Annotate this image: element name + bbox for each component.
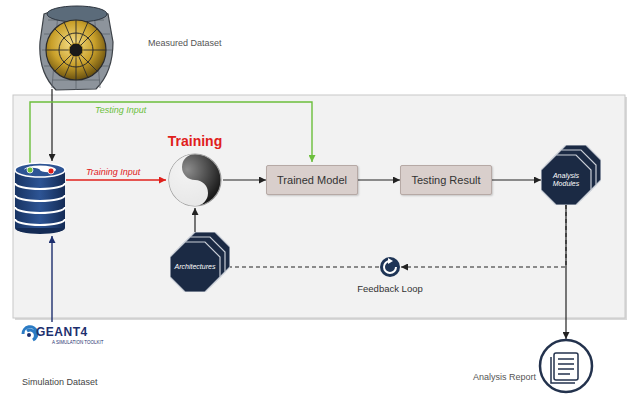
- training-heading: Training: [168, 132, 222, 152]
- database-stack: [15, 163, 65, 234]
- feedback-node: Feedback Loop: [350, 256, 430, 294]
- octagon-face: Analysis Modules: [541, 155, 591, 205]
- report-sheet: [554, 353, 578, 380]
- module-stack: Architectures: [170, 232, 230, 292]
- octagon-stack: [170, 232, 230, 292]
- detector-barrel: [46, 20, 106, 80]
- report-icon: [538, 338, 594, 394]
- geant4-swirl: [23, 327, 37, 340]
- report-lines: [558, 359, 574, 374]
- detector-core: [69, 43, 83, 57]
- octagon-shape: [541, 155, 591, 205]
- report-pages: [551, 357, 575, 383]
- detector-spokes: [46, 20, 106, 80]
- training-node: Training: [160, 132, 230, 208]
- process-box: Testing Result: [400, 165, 492, 195]
- module-stack: Analysis Modules: [541, 145, 601, 205]
- db-body: [15, 170, 65, 228]
- flow-connector: [565, 205, 566, 339]
- box-label: Testing Result: [411, 174, 480, 186]
- octagon-shape: [170, 242, 220, 292]
- flow-connector: [223, 179, 266, 180]
- measured-arrow: [51, 89, 52, 161]
- feedback-icon: [379, 256, 401, 278]
- detector-mesh: [42, 6, 112, 90]
- stack-label: Architectures: [173, 263, 217, 271]
- flow-connector: [358, 179, 400, 180]
- box-label: Trained Model: [277, 174, 347, 186]
- dataset-label: Simulation Dataset: [22, 377, 98, 387]
- report-ring: [540, 340, 592, 392]
- detector-frame: [40, 7, 113, 90]
- geant4-logo-icon: [23, 327, 37, 340]
- workflow-panel: [13, 95, 625, 318]
- feedback-connector: [220, 266, 379, 267]
- flow-connector: [492, 179, 541, 180]
- report-label: Analysis Report: [450, 372, 536, 382]
- logo-text: GEANT4: [36, 325, 88, 339]
- geant4-dot: [27, 333, 31, 337]
- db-top: [15, 163, 65, 177]
- feedback-connector: [401, 205, 566, 267]
- simulation-arrow: [51, 236, 52, 322]
- stack-label: Analysis Modules: [544, 172, 588, 188]
- yin-dark: [169, 154, 221, 206]
- db-green-dot: [27, 167, 33, 173]
- dataset-label: Measured Dataset: [148, 38, 222, 48]
- feedback-label: Feedback Loop: [357, 283, 423, 294]
- detector-illustration: [40, 6, 113, 90]
- db-red-dot: [48, 168, 54, 174]
- yin-shine: [169, 154, 221, 206]
- testing-input-line: [30, 102, 312, 168]
- logo-subtext: A SIMULATION TOOLKIT: [52, 340, 104, 345]
- report-node: Analysis Report: [450, 338, 596, 396]
- feedback-disc: [380, 257, 400, 277]
- training-input-line: [66, 179, 166, 180]
- process-box: Trained Model: [266, 165, 358, 195]
- octagon-face: Architectures: [170, 242, 220, 292]
- yin-yang-symbol: [167, 152, 223, 208]
- db-disk-lines: [15, 183, 65, 225]
- flow-label: Training Input: [86, 167, 140, 177]
- detector-ring: [59, 33, 93, 67]
- refresh-head: [388, 258, 393, 264]
- flow-label: Testing Input: [95, 105, 146, 115]
